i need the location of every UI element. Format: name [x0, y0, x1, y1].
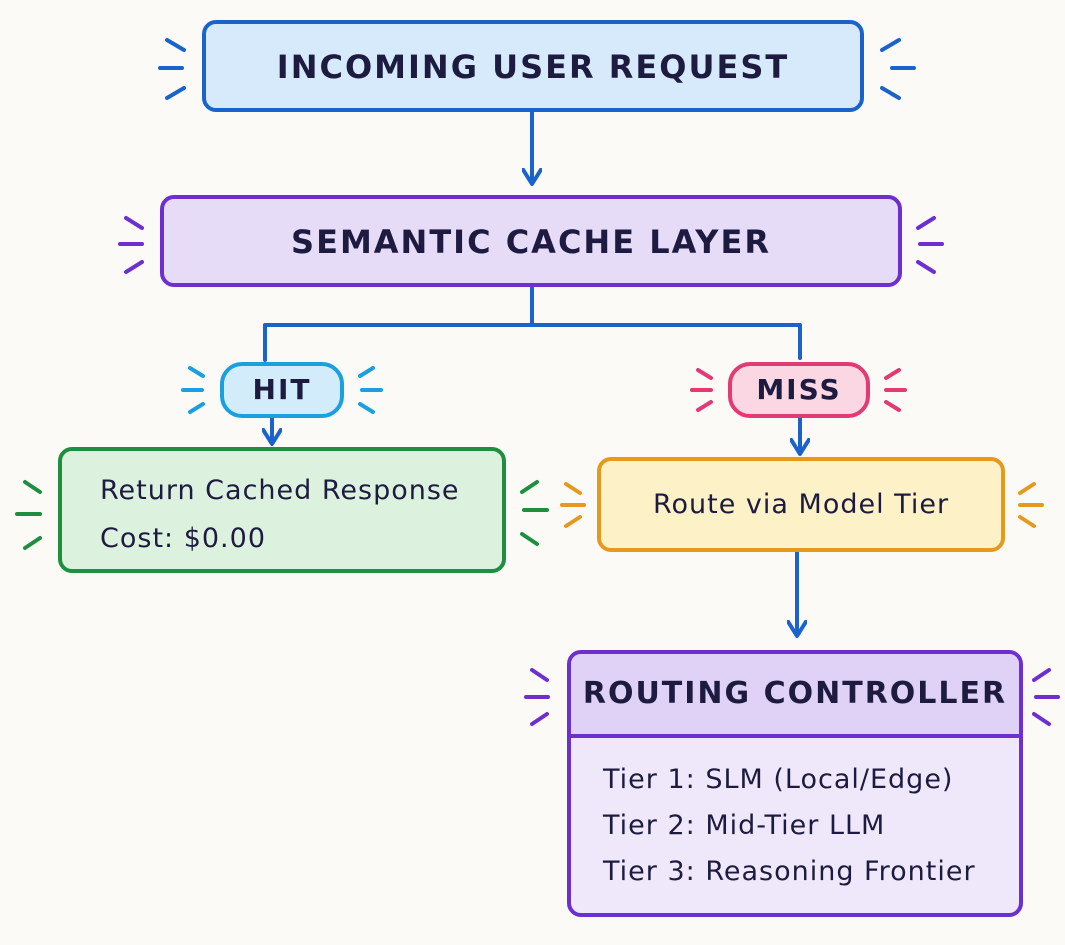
tier-2-label: Tier 2: Mid-Tier LLM — [603, 810, 886, 841]
cached-response-label: Return Cached Response — [100, 475, 460, 506]
semantic-cache-label: SEMANTIC CACHE LAYER — [291, 223, 771, 261]
route-via-model-tier-box: Route via Model Tier — [597, 457, 1005, 552]
miss-label: MISS — [756, 373, 842, 406]
miss-badge: MISS — [728, 362, 870, 418]
route-via-model-tier-label: Route via Model Tier — [652, 489, 950, 520]
cached-response-box: Return Cached Response Cost: $0.00 — [58, 447, 506, 573]
incoming-request-box: INCOMING USER REQUEST — [202, 20, 864, 112]
routing-controller-header: ROUTING CONTROLLER — [571, 654, 1019, 738]
hit-badge: HIT — [220, 362, 344, 418]
incoming-request-label: INCOMING USER REQUEST — [276, 48, 790, 86]
tier-1-label: Tier 1: SLM (Local/Edge) — [603, 764, 954, 795]
cached-cost-label: Cost: $0.00 — [100, 523, 266, 554]
branch-connector — [263, 284, 802, 362]
routing-controller-title: ROUTING CONTROLLER — [582, 676, 1008, 711]
tier-3-label: Tier 3: Reasoning Frontier — [603, 856, 976, 887]
hit-label: HIT — [252, 373, 312, 406]
routing-controller-box: ROUTING CONTROLLER Tier 1: SLM (Local/Ed… — [567, 650, 1023, 917]
semantic-cache-box: SEMANTIC CACHE LAYER — [160, 195, 902, 287]
